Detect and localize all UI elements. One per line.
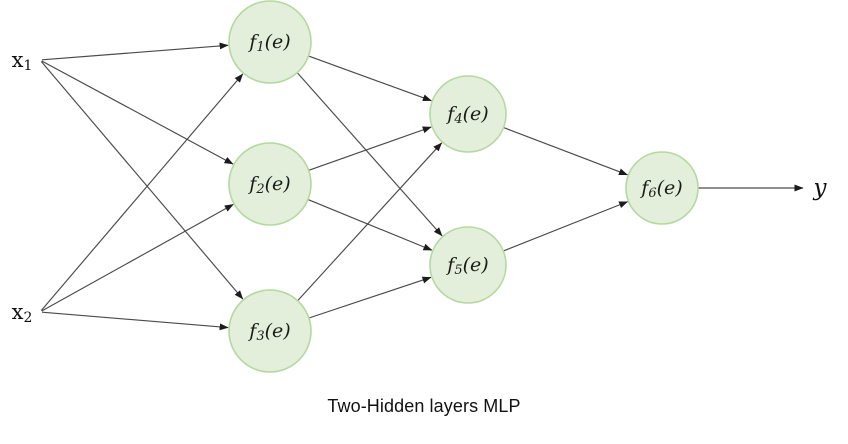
edge-x1-to-f3 <box>40 61 244 300</box>
node-f1[interactable] <box>228 0 312 84</box>
node-f6[interactable] <box>625 151 699 225</box>
edges-group <box>40 42 804 331</box>
edge-x1-to-f2 <box>41 60 234 165</box>
output-label-y: y <box>813 175 828 201</box>
edge-f2-to-f5 <box>308 199 433 251</box>
edge-x2-to-f3 <box>41 311 229 331</box>
edge-f5-to-f6 <box>503 201 629 252</box>
edge-f3-to-f5 <box>309 276 432 319</box>
edge-x1-to-f1 <box>41 42 229 61</box>
edge-x2-to-f2 <box>41 203 234 312</box>
nodes-group: x1 x2 f1(e) f2(e) f3(e) f4(e) f5(e) f6(e) y <box>12 0 828 373</box>
input-label-x2: x2 <box>12 300 33 326</box>
node-label-f3: f3(e) <box>247 320 290 344</box>
node-label-f6: f6(e) <box>639 177 682 201</box>
node-label-f4: f4(e) <box>445 103 488 127</box>
edge-f3-to-f4 <box>297 142 443 301</box>
edge-f4-to-f6 <box>503 127 628 176</box>
node-label-f2: f2(e) <box>247 173 290 197</box>
diagram-caption: Two-Hidden layers MLP <box>327 396 521 416</box>
node-label-f5: f5(e) <box>445 254 488 278</box>
node-f2[interactable] <box>228 142 312 226</box>
node-f3[interactable] <box>228 289 312 373</box>
edge-f1-to-f5 <box>297 72 443 237</box>
node-f5[interactable] <box>429 226 507 304</box>
edge-x2-to-f1 <box>40 73 244 311</box>
node-f4[interactable] <box>429 75 507 153</box>
edge-f2-to-f4 <box>308 126 432 171</box>
node-label-f1: f1(e) <box>247 31 290 55</box>
edge-f1-to-f4 <box>308 55 432 102</box>
input-label-x1: x1 <box>12 48 33 74</box>
